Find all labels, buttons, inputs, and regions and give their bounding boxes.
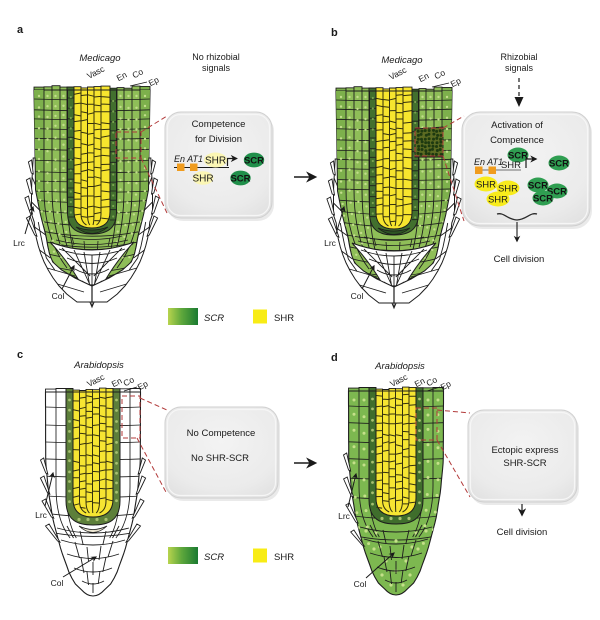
svg-text:Co: Co <box>131 66 145 80</box>
svg-text:Cell division: Cell division <box>494 254 545 265</box>
svg-text:Col: Col <box>351 291 364 301</box>
svg-text:En: En <box>110 375 124 389</box>
svg-text:Ep: Ep <box>136 378 150 392</box>
svg-text:SCR: SCR <box>230 173 250 184</box>
svg-text:Co: Co <box>433 67 447 81</box>
svg-text:Col: Col <box>52 291 65 301</box>
svg-text:Medicago: Medicago <box>79 53 120 64</box>
svg-text:En: En <box>413 375 427 389</box>
svg-text:a: a <box>17 24 24 36</box>
svg-text:Arabidopsis: Arabidopsis <box>374 361 425 372</box>
svg-text:SHR: SHR <box>501 160 521 171</box>
svg-text:b: b <box>331 27 338 39</box>
svg-text:Rhizobial: Rhizobial <box>500 52 537 62</box>
svg-text:Competence: Competence <box>192 119 246 130</box>
svg-text:Lrc: Lrc <box>324 238 337 248</box>
svg-text:Ep: Ep <box>147 74 161 88</box>
svg-text:d: d <box>331 352 338 364</box>
svg-text:SHR: SHR <box>488 194 508 205</box>
svg-text:Co: Co <box>122 374 136 388</box>
svg-text:SHR: SHR <box>274 313 294 324</box>
svg-text:Col: Col <box>51 578 64 588</box>
svg-text:SCR: SCR <box>547 186 567 197</box>
svg-text:SHR: SHR <box>192 174 213 185</box>
svg-text:SCR: SCR <box>204 313 224 324</box>
svg-text:Lrc: Lrc <box>338 511 351 521</box>
svg-text:Ectopic express: Ectopic express <box>491 445 558 456</box>
svg-text:c: c <box>17 349 23 361</box>
svg-text:No SHR-SCR: No SHR-SCR <box>191 453 249 464</box>
svg-text:for Division: for Division <box>195 134 242 145</box>
svg-text:Cell division: Cell division <box>497 527 548 538</box>
svg-text:En AT1: En AT1 <box>174 154 203 164</box>
svg-text:En: En <box>115 69 129 83</box>
svg-text:SCR: SCR <box>549 158 569 169</box>
svg-text:SHR: SHR <box>205 156 226 167</box>
svg-text:SCR: SCR <box>533 193 553 204</box>
svg-text:Lrc: Lrc <box>13 238 26 248</box>
svg-text:Lrc: Lrc <box>35 510 48 520</box>
svg-text:SCR: SCR <box>244 155 264 166</box>
svg-text:Ep: Ep <box>449 75 463 89</box>
svg-text:SCR: SCR <box>204 552 224 563</box>
svg-text:SHR: SHR <box>476 179 496 190</box>
svg-text:Activation of: Activation of <box>491 120 543 131</box>
svg-text:No Competence: No Competence <box>187 428 256 439</box>
svg-text:Medicago: Medicago <box>381 55 422 66</box>
svg-text:No rhizobial: No rhizobial <box>192 52 240 62</box>
svg-text:signals: signals <box>202 63 231 73</box>
svg-text:SCR: SCR <box>508 150 528 161</box>
svg-text:Competence: Competence <box>490 135 544 146</box>
svg-text:En AT1: En AT1 <box>474 157 503 167</box>
svg-text:En: En <box>417 70 431 84</box>
svg-text:signals: signals <box>505 63 534 73</box>
svg-text:SHR: SHR <box>274 552 294 563</box>
svg-text:SHR-SCR: SHR-SCR <box>503 458 546 469</box>
svg-text:Co: Co <box>425 374 439 388</box>
svg-text:SCR: SCR <box>528 180 548 191</box>
svg-text:SHR: SHR <box>498 183 518 194</box>
svg-text:Ep: Ep <box>439 378 453 392</box>
svg-text:Arabidopsis: Arabidopsis <box>73 360 124 371</box>
svg-text:Col: Col <box>354 579 367 589</box>
